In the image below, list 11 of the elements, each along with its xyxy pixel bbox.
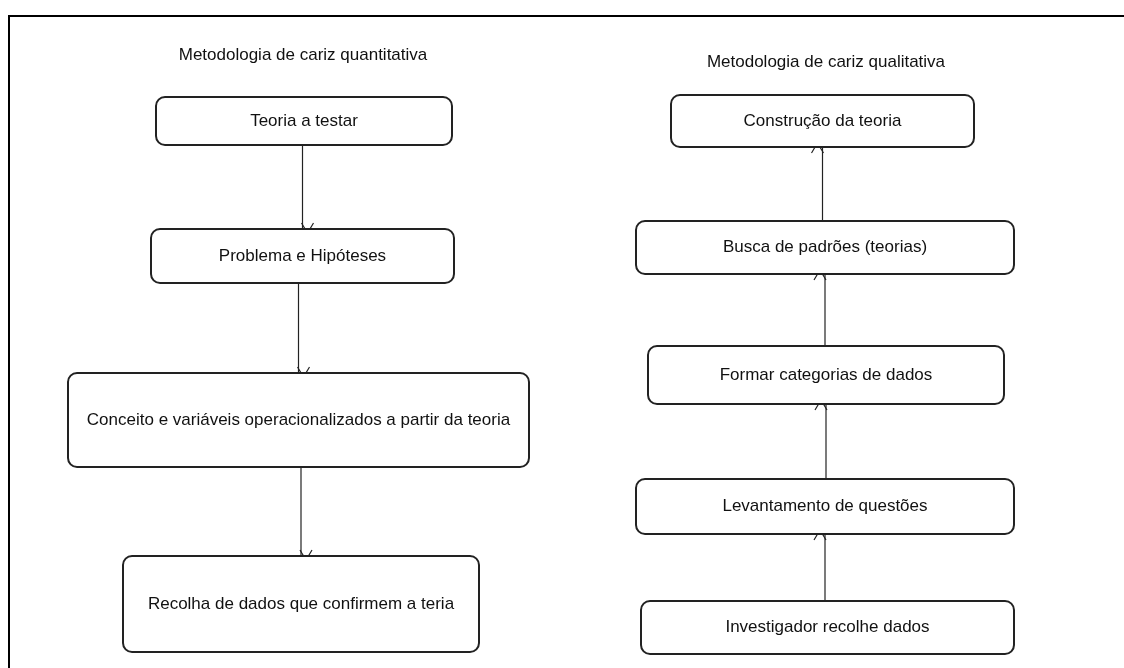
process-box: Conceito e variáveis operacionalizados a partir da teoria bbox=[67, 372, 530, 468]
column-heading: Metodologia de cariz qualitativa bbox=[706, 51, 946, 74]
column-heading: Metodologia de cariz quantitativa bbox=[178, 44, 428, 67]
process-box: Investigador recolhe dados bbox=[640, 600, 1015, 655]
process-box: Teoria a testar bbox=[155, 96, 453, 146]
process-box: Busca de padrões (teorias) bbox=[635, 220, 1015, 275]
process-box: Levantamento de questões bbox=[635, 478, 1015, 535]
process-box: Recolha de dados que confirmem a teria bbox=[122, 555, 480, 653]
process-box: Problema e Hipóteses bbox=[150, 228, 455, 284]
process-box: Construção da teoria bbox=[670, 94, 975, 148]
process-box: Formar categorias de dados bbox=[647, 345, 1005, 405]
